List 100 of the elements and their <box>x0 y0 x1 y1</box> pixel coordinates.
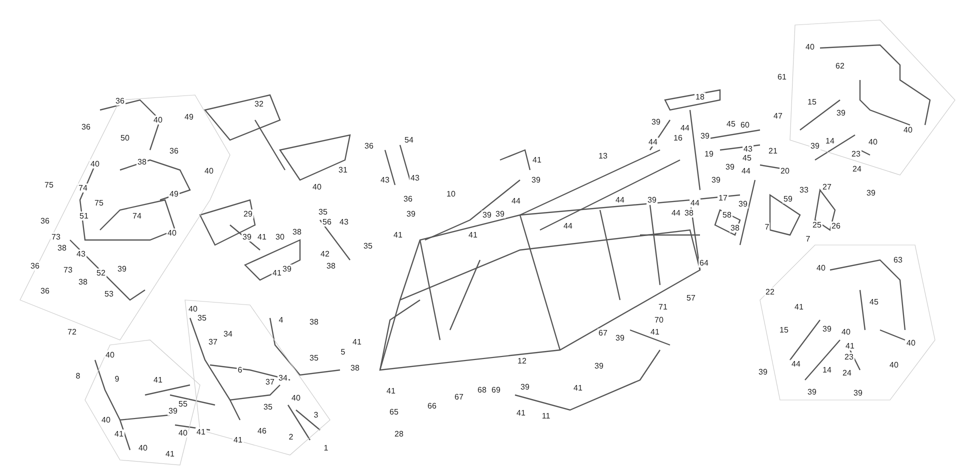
callout-number: 39 <box>168 406 178 416</box>
callout-number: 75 <box>44 180 54 190</box>
callout-number: 12 <box>516 356 528 366</box>
callout-number: 14 <box>822 366 832 374</box>
callout-number: 35 <box>308 354 320 362</box>
callout-number: 44 <box>670 208 682 218</box>
callout-number: 40 <box>868 138 878 146</box>
callout-number: 40 <box>100 416 112 424</box>
callout-number: 44 <box>690 198 700 208</box>
callout-number: 17 <box>718 194 728 202</box>
callout-number: 74 <box>78 184 88 192</box>
callout-number: 52 <box>96 268 106 278</box>
callout-number: 39 <box>806 388 818 396</box>
callout-number: 55 <box>178 400 188 408</box>
callout-number: 44 <box>614 196 626 204</box>
callout-number: 41 <box>386 386 396 396</box>
callout-number: 20 <box>780 166 790 176</box>
callout-number: 58 <box>722 210 732 220</box>
callout-number: 39 <box>650 118 662 126</box>
callout-number: 39 <box>614 334 626 342</box>
callout-number: 7 <box>804 234 812 244</box>
callout-number: 44 <box>680 124 690 132</box>
callout-number: 38 <box>350 364 360 372</box>
callout-number: 74 <box>132 212 142 220</box>
callout-number: 43 <box>338 218 350 226</box>
callout-number: 39 <box>710 176 722 184</box>
callout-number: 5 <box>340 348 346 356</box>
callout-number: 25 <box>812 220 822 230</box>
callout-number: 49 <box>168 190 180 198</box>
callout-number: 40 <box>152 116 164 124</box>
callout-number: 33 <box>798 186 810 194</box>
callout-number: 41 <box>572 384 584 392</box>
callout-number: 43 <box>742 144 754 154</box>
callout-number: 29 <box>242 210 254 218</box>
callout-number: 41 <box>650 328 660 336</box>
callout-number: 15 <box>806 98 818 106</box>
callout-number: 67 <box>454 392 464 402</box>
callout-number: 23 <box>850 150 862 158</box>
callout-number: 9 <box>114 374 120 384</box>
callout-number: 41 <box>516 408 526 418</box>
callout-number: 38 <box>78 278 88 286</box>
callout-number: 40 <box>290 394 302 402</box>
callout-number: 40 <box>188 304 198 314</box>
callout-number: 62 <box>834 62 846 70</box>
callout-number: 44 <box>562 222 574 230</box>
callout-number: 38 <box>56 244 68 252</box>
callout-number: 21 <box>768 146 778 156</box>
callout-number: 27 <box>822 182 832 192</box>
callout-number: 68 <box>476 386 488 394</box>
callout-number: 3 <box>312 410 320 420</box>
callout-number: 40 <box>888 360 900 370</box>
callout-number: 70 <box>654 316 664 324</box>
callout-number: 26 <box>830 222 842 230</box>
callout-number: 73 <box>62 266 74 274</box>
callout-number: 43 <box>380 176 390 184</box>
callout-number: 34 <box>278 374 288 382</box>
callout-number: 36 <box>40 286 50 296</box>
callout-number: 61 <box>776 72 788 82</box>
callout-number: 39 <box>758 368 768 376</box>
callout-number: 64 <box>698 258 710 268</box>
callout-number: 40 <box>312 182 322 192</box>
callout-number: 41 <box>532 156 542 164</box>
callout-number: 75 <box>94 198 104 208</box>
callout-number: 36 <box>30 262 40 270</box>
callout-number: 39 <box>242 232 252 242</box>
callout-number: 42 <box>320 250 330 258</box>
callout-number: 56 <box>322 218 332 226</box>
callout-number: 73 <box>50 232 62 242</box>
callout-number: 41 <box>152 376 164 384</box>
callout-number: 6 <box>236 366 244 374</box>
callout-number: 43 <box>76 250 86 258</box>
callout-number: 8 <box>74 372 82 380</box>
callout-number: 19 <box>704 150 714 158</box>
callout-number: 40 <box>816 264 826 272</box>
callout-number: 11 <box>540 412 552 420</box>
callout-number: 39 <box>494 210 506 218</box>
callout-number: 38 <box>684 208 694 218</box>
callout-number: 44 <box>510 196 522 206</box>
callout-number: 50 <box>120 134 130 142</box>
callout-number: 41 <box>392 230 404 240</box>
callout-number: 32 <box>254 100 264 108</box>
callout-number: 51 <box>78 212 90 220</box>
callout-number: 10 <box>446 190 456 198</box>
callout-number: 49 <box>184 112 194 122</box>
callout-number: 40 <box>902 126 914 134</box>
callout-number: 38 <box>326 262 336 270</box>
callout-number: 53 <box>104 290 114 298</box>
callout-number: 7 <box>764 222 770 232</box>
callout-number: 41 <box>196 428 206 436</box>
callout-number: 13 <box>598 152 608 160</box>
callout-number: 35 <box>318 208 328 216</box>
callout-number: 39 <box>866 188 876 198</box>
callout-number: 40 <box>166 228 178 238</box>
callout-number: 16 <box>672 134 684 142</box>
callout-number: 39 <box>852 388 864 398</box>
callout-number: 36 <box>114 96 126 106</box>
callout-number: 24 <box>842 368 852 378</box>
callout-number: 43 <box>410 174 420 182</box>
callout-number: 40 <box>804 42 816 52</box>
callout-number: 38 <box>136 158 148 166</box>
